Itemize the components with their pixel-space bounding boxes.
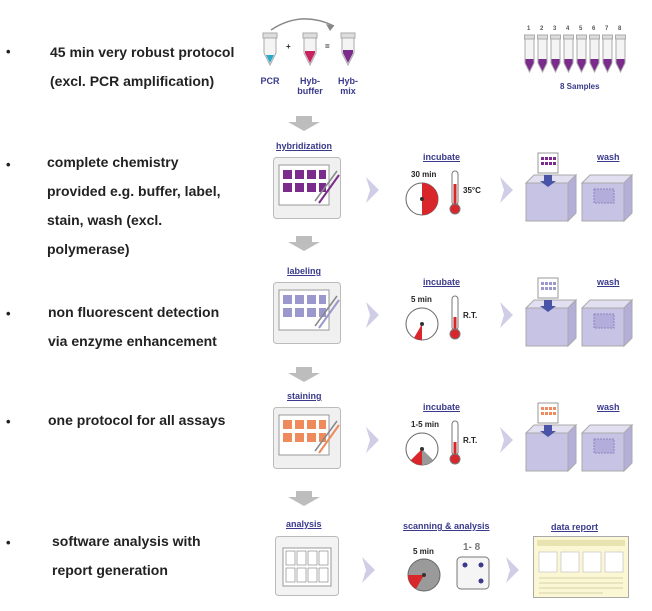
hyb-mix-label: Hyb- mix xyxy=(338,76,358,96)
right-arrow-icon xyxy=(366,427,379,453)
hyb-buffer-tube-icon xyxy=(302,32,318,67)
curved-arrow-icon xyxy=(270,18,335,31)
samples-label: 8 Samples xyxy=(560,82,600,91)
sample-number: 7 xyxy=(605,26,609,32)
incubate-temp: R.T. xyxy=(463,436,478,445)
wash-bath-icon xyxy=(524,277,634,348)
sample-number: 2 xyxy=(540,26,544,32)
sample-tube-icon xyxy=(563,34,574,74)
sample-number: 1 xyxy=(527,26,531,32)
step-label: staining xyxy=(287,391,322,401)
wash-label: wash xyxy=(597,277,620,287)
wash-bath-icon xyxy=(524,402,634,473)
sample-tube-icon xyxy=(524,34,535,74)
right-arrow-icon xyxy=(366,302,379,328)
incubate-time: 30 min xyxy=(411,170,437,179)
incubate-temp: R.T. xyxy=(463,311,478,320)
sample-tube-icon xyxy=(589,34,600,74)
bullet-text-detection: non fluorescent detection via enzyme enh… xyxy=(48,304,220,349)
bullet-text-protocol: 45 min very robust protocol (excl. PCR a… xyxy=(50,44,235,89)
chip-slide-icon xyxy=(273,157,341,219)
equals-sign: = xyxy=(325,42,330,51)
analysis-label: analysis xyxy=(286,519,322,529)
incubate-time: 5 min xyxy=(411,295,432,304)
wash-label: wash xyxy=(597,402,620,412)
data-report-label: data report xyxy=(551,522,599,532)
wash-label: wash xyxy=(597,152,620,162)
step-label: labeling xyxy=(287,266,322,276)
down-arrow-icon xyxy=(288,116,320,131)
report-document-icon xyxy=(533,536,629,598)
hyb-mix-tube-icon xyxy=(340,32,356,67)
incubate-label: incubate xyxy=(423,402,461,412)
timer-icon xyxy=(405,307,439,341)
sample-number: 5 xyxy=(579,26,583,32)
sample-tube-icon xyxy=(550,34,561,74)
timer-icon xyxy=(405,182,439,216)
sample-tube-icon xyxy=(576,34,587,74)
chip-slide-icon xyxy=(273,282,341,344)
bullet-text-software: software analysis with report generation xyxy=(52,533,201,578)
bullet-marker: • xyxy=(6,306,11,321)
bullet-marker: • xyxy=(6,535,11,550)
sample-number: 8 xyxy=(618,26,622,32)
right-arrow-icon xyxy=(362,557,375,583)
thermometer-icon xyxy=(449,170,461,215)
right-arrow-icon xyxy=(500,177,513,203)
bullet-text-one-protocol: one protocol for all assays xyxy=(48,412,226,428)
pcr-label: PCR xyxy=(260,76,280,86)
right-arrow-icon xyxy=(506,557,519,583)
chip-slide-icon xyxy=(273,407,341,469)
pcr-tube-icon xyxy=(262,32,278,67)
sample-number: 3 xyxy=(553,26,557,32)
bullet-marker: • xyxy=(6,44,11,59)
sample-tube-icon xyxy=(615,34,626,74)
hyb-buffer-label: Hyb- buffer xyxy=(297,76,323,96)
thermometer-icon xyxy=(449,420,461,465)
sample-tube-icon xyxy=(537,34,548,74)
plus-sign: + xyxy=(286,42,291,51)
sample-tubes: 1 2 3 4 5 6 7 8 xyxy=(524,26,634,74)
sample-tube-icon xyxy=(602,34,613,74)
bullet-text-chemistry: complete chemistry provided e.g. buffer,… xyxy=(47,154,221,257)
scan-time-label: 5 min xyxy=(413,547,434,556)
incubate-label: incubate xyxy=(423,277,461,287)
dice-label: 1- 8 xyxy=(463,542,481,553)
scan-timer-icon xyxy=(407,558,441,592)
right-arrow-icon xyxy=(500,427,513,453)
incubate-temp: 35°C xyxy=(463,186,481,195)
incubate-time: 1-5 min xyxy=(411,420,440,429)
sample-number: 6 xyxy=(592,26,596,32)
wash-bath-icon xyxy=(524,152,634,223)
scanning-analysis-label: scanning & analysis xyxy=(403,521,490,531)
bullet-marker: • xyxy=(6,414,11,429)
analysis-chip-icon xyxy=(275,536,339,596)
timer-icon xyxy=(405,432,439,466)
incubate-label: incubate xyxy=(423,152,461,162)
down-arrow-icon xyxy=(288,367,320,382)
sample-number: 4 xyxy=(566,26,570,32)
right-arrow-icon xyxy=(366,177,379,203)
down-arrow-icon xyxy=(288,491,320,506)
thermometer-icon xyxy=(449,295,461,340)
down-arrow-icon xyxy=(288,236,320,251)
right-arrow-icon xyxy=(500,302,513,328)
dice-icon xyxy=(456,556,490,590)
bullet-marker: • xyxy=(6,157,11,172)
step-label: hybridization xyxy=(276,141,332,151)
